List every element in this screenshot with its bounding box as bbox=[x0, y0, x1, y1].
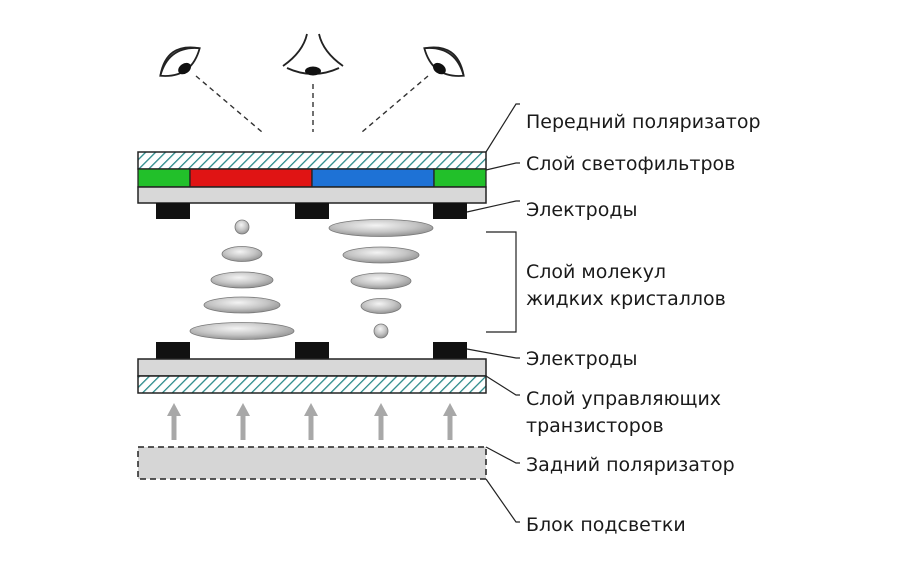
label-electrodes-top: Электроды bbox=[526, 199, 637, 221]
bottom-electrodes bbox=[156, 342, 467, 359]
electrode bbox=[433, 342, 467, 359]
label-electrodes-bottom: Электроды bbox=[526, 348, 637, 370]
filter-blue bbox=[311, 168, 435, 188]
arrow-up-icon bbox=[443, 403, 457, 440]
top-glass-layer bbox=[137, 186, 487, 204]
top-electrodes bbox=[156, 203, 467, 219]
label-transistors-line2: транзисторов bbox=[526, 415, 664, 437]
bottom-glass-layer bbox=[137, 358, 487, 377]
arrow-up-icon bbox=[236, 403, 250, 440]
label-front-polarizer: Передний поляризатор bbox=[526, 111, 761, 133]
eye-icon bbox=[159, 46, 201, 77]
arrow-up-icon bbox=[374, 403, 388, 440]
leader-lines bbox=[466, 103, 520, 523]
arrow-up-icon bbox=[167, 403, 181, 440]
eye-icon bbox=[423, 46, 465, 77]
electrode bbox=[433, 203, 467, 219]
label-transistors-line1: Слой управляющих bbox=[526, 388, 721, 410]
sight-lines bbox=[195, 75, 429, 133]
electrode bbox=[156, 203, 190, 219]
filter-green-left bbox=[137, 168, 191, 188]
eye-icon bbox=[282, 33, 344, 76]
label-lc-line2: жидких кристаллов bbox=[526, 288, 726, 310]
front-polarizer-layer bbox=[137, 151, 487, 170]
lc-molecules-right bbox=[328, 219, 434, 339]
electrode bbox=[156, 342, 190, 359]
label-color-filters: Слой светофильтров bbox=[526, 153, 735, 175]
light-arrows bbox=[167, 403, 457, 440]
electrode bbox=[295, 342, 329, 359]
lc-molecules-left bbox=[189, 219, 295, 340]
color-filter-layer bbox=[137, 168, 487, 188]
label-lc-line1: Слой молекул bbox=[526, 261, 666, 283]
label-backlight: Блок подсветки bbox=[526, 514, 686, 536]
filter-red bbox=[189, 168, 313, 188]
filter-green-right bbox=[433, 168, 487, 188]
electrode bbox=[295, 203, 329, 219]
arrow-up-icon bbox=[304, 403, 318, 440]
transistor-layer bbox=[137, 375, 487, 394]
backlight-unit bbox=[137, 446, 487, 480]
label-rear-polarizer: Задний поляризатор bbox=[526, 454, 735, 476]
